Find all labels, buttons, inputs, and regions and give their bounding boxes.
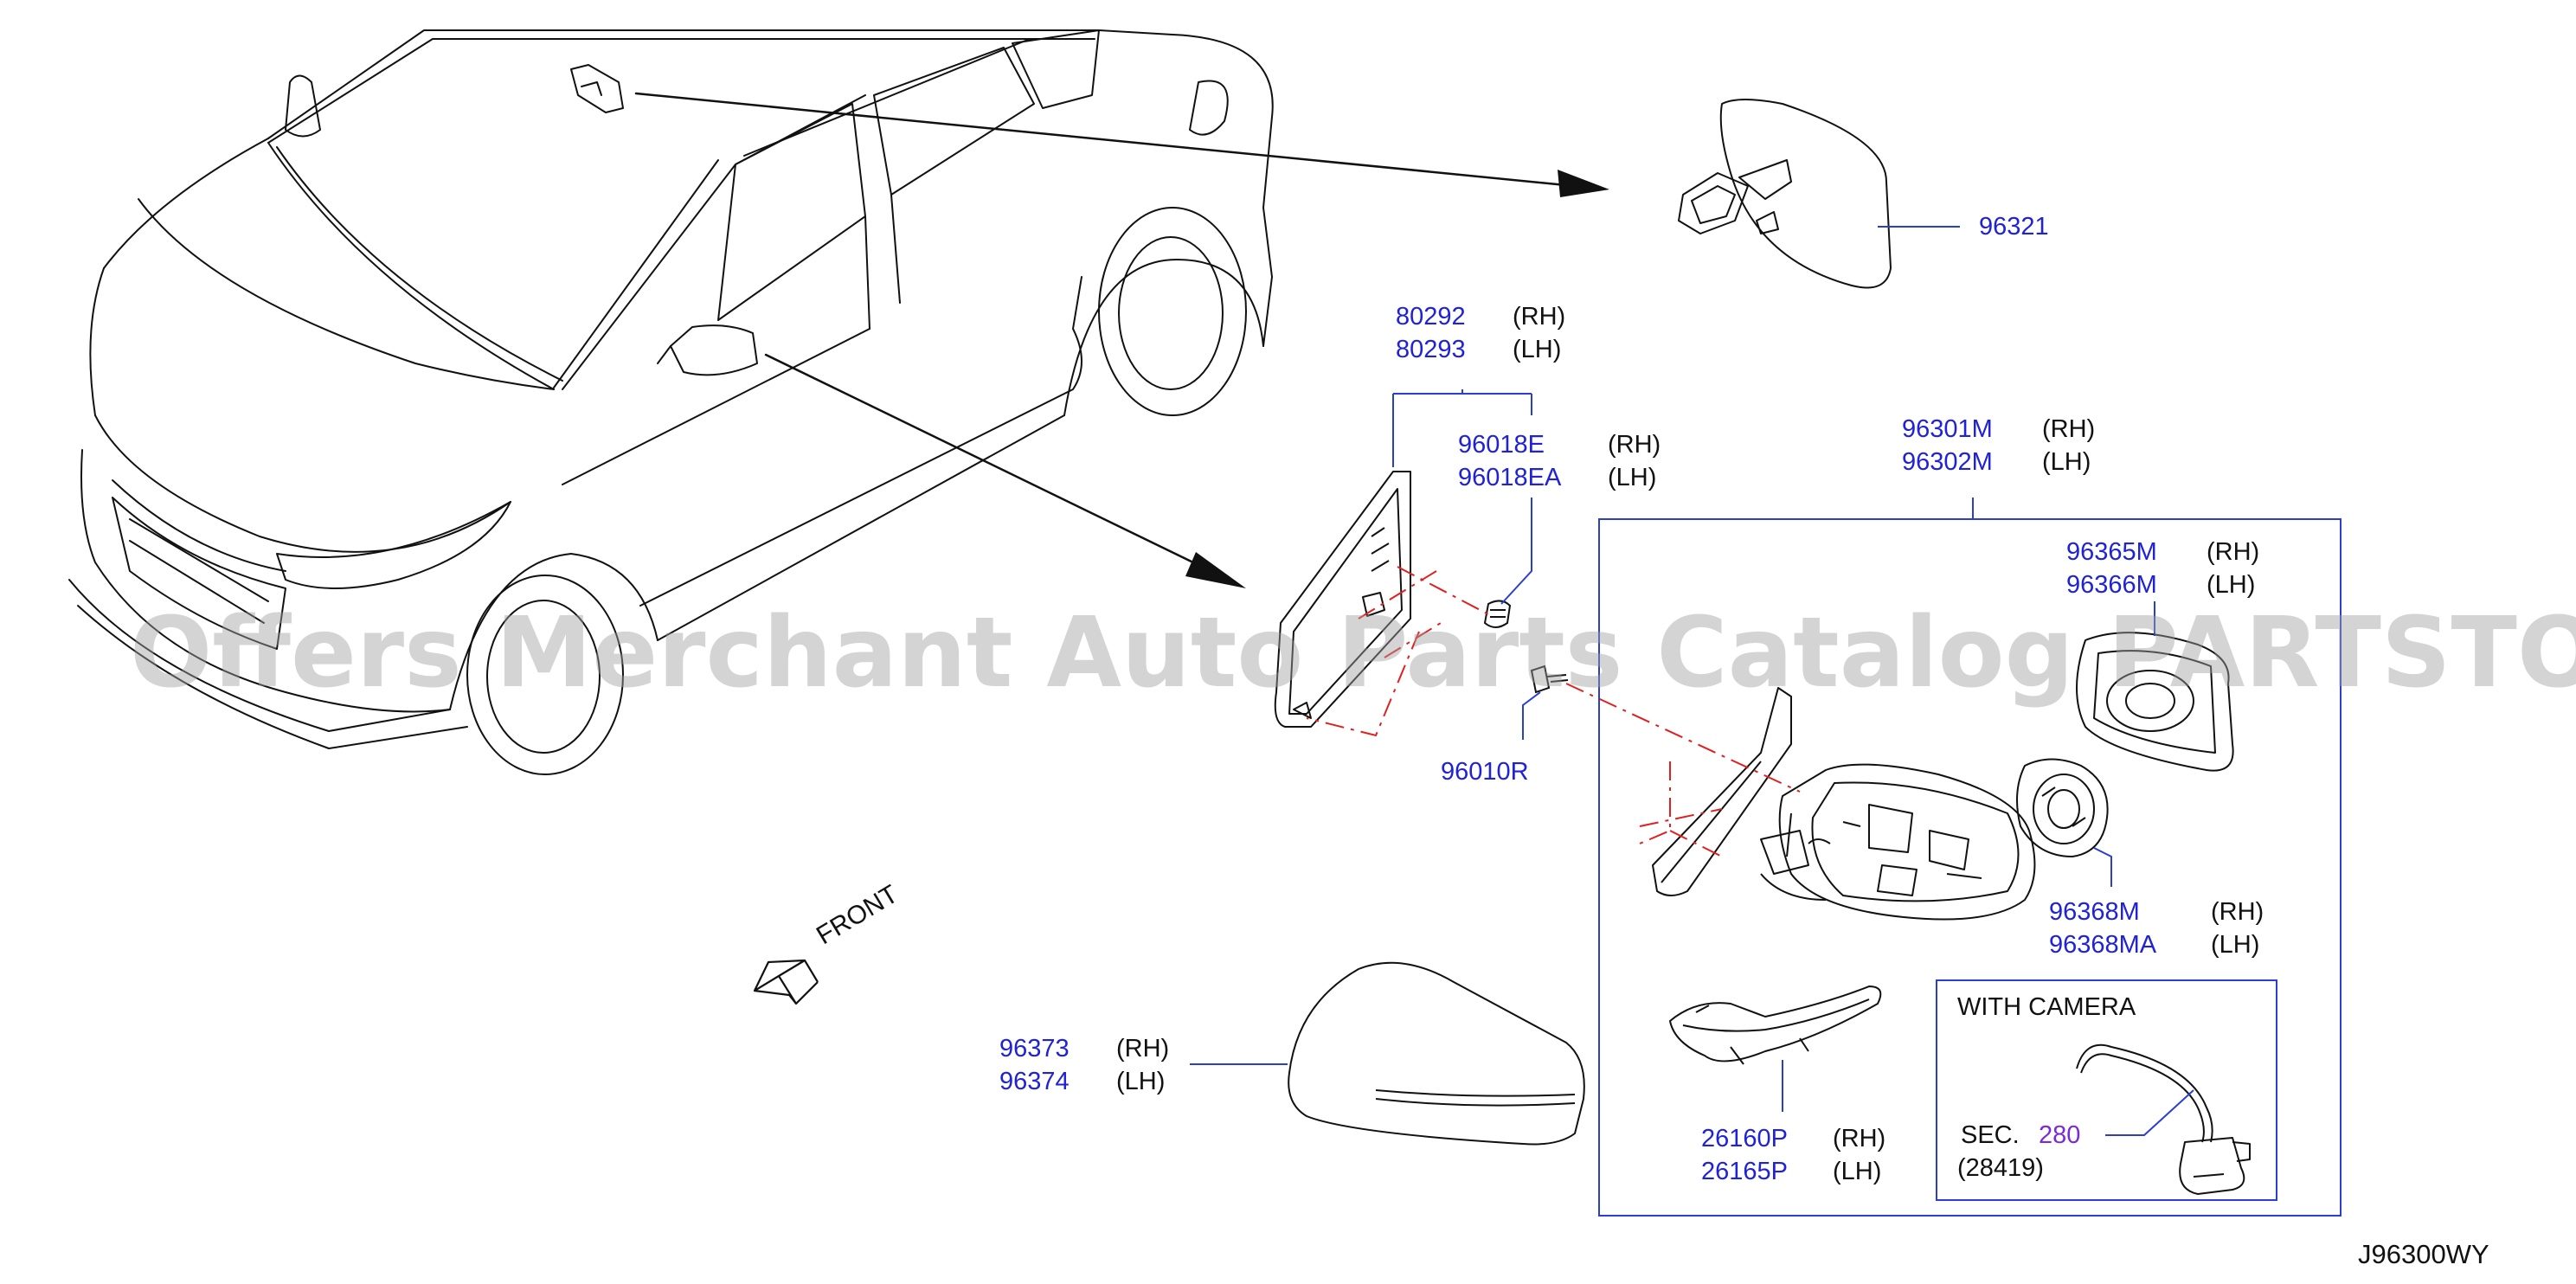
camera-drawing — [2076, 1043, 2251, 1195]
sec-link-280[interactable]: 280 — [2039, 1121, 2081, 1149]
part-number-96018E[interactable]: 96018E — [1458, 431, 1545, 459]
diagram-id: J96300WY — [2358, 1239, 2489, 1269]
side-lh-96368MA: (LH) — [2211, 931, 2260, 959]
part-number-96366M[interactable]: 96366M — [2066, 571, 2157, 599]
side-rh-96301M: (RH) — [2042, 415, 2096, 443]
part-number-96368M[interactable]: 96368M — [2049, 898, 2140, 926]
sec-prefix: SEC. — [1961, 1121, 2020, 1149]
part-number-96302M[interactable]: 96302M — [1902, 448, 1993, 476]
part-number-96010R[interactable]: 96010R — [1441, 758, 1529, 786]
screw-drawing — [1530, 664, 1569, 694]
part-number-96018EA[interactable]: 96018EA — [1458, 464, 1562, 491]
leader-lines — [1190, 226, 2342, 1217]
side-rh-80292: (RH) — [1513, 303, 1566, 331]
part-number-96365M[interactable]: 96365M — [2066, 538, 2157, 566]
front-arrow-icon — [753, 959, 819, 1005]
part-number-80292[interactable]: 80292 — [1396, 303, 1466, 331]
part-number-80293[interactable]: 80293 — [1396, 336, 1466, 363]
mirror-base-cover-drawing — [1274, 471, 1411, 728]
side-lh-96302M: (LH) — [2042, 448, 2091, 476]
side-rh-26160P: (RH) — [1833, 1125, 1886, 1152]
centerlines — [1306, 566, 1801, 857]
side-rh-96368M: (RH) — [2211, 898, 2264, 926]
part-number-26160P[interactable]: 26160P — [1701, 1125, 1788, 1152]
part-number-96374[interactable]: 96374 — [999, 1068, 1070, 1095]
camera-box-title: WITH CAMERA — [1957, 993, 2136, 1021]
interior-mirror-drawing — [1678, 99, 1892, 289]
watermark: Offers Merchant Auto Parts Catalog PARTS… — [130, 597, 2576, 709]
part-number-96321[interactable]: 96321 — [1979, 213, 2049, 241]
arrow-heads — [1185, 170, 1609, 588]
side-lh-26165P: (LH) — [1833, 1158, 1882, 1185]
part-number-26165P[interactable]: 26165P — [1701, 1158, 1788, 1185]
part-number-96373[interactable]: 96373 — [999, 1035, 1070, 1063]
mirror-cover-drawing — [1288, 961, 1585, 1146]
part-number-96368MA[interactable]: 96368MA — [2049, 931, 2157, 959]
camera-sub-part: (28419) — [1957, 1154, 2044, 1182]
side-lh-96018EA: (LH) — [1608, 464, 1657, 491]
side-lh-96366M: (LH) — [2207, 571, 2256, 599]
door-mirror-assembly-drawing — [1652, 632, 2234, 1065]
side-lh-96374: (LH) — [1116, 1068, 1166, 1095]
vehicle-illustration — [68, 29, 1274, 775]
clip-drawing — [1483, 600, 1512, 628]
side-rh-96365M: (RH) — [2207, 538, 2260, 566]
pointer-arrows — [634, 92, 1577, 581]
side-rh-96373: (RH) — [1116, 1035, 1170, 1063]
side-rh-96018E: (RH) — [1608, 431, 1661, 459]
part-number-96301M[interactable]: 96301M — [1902, 415, 1993, 443]
side-lh-80293: (LH) — [1513, 336, 1562, 363]
